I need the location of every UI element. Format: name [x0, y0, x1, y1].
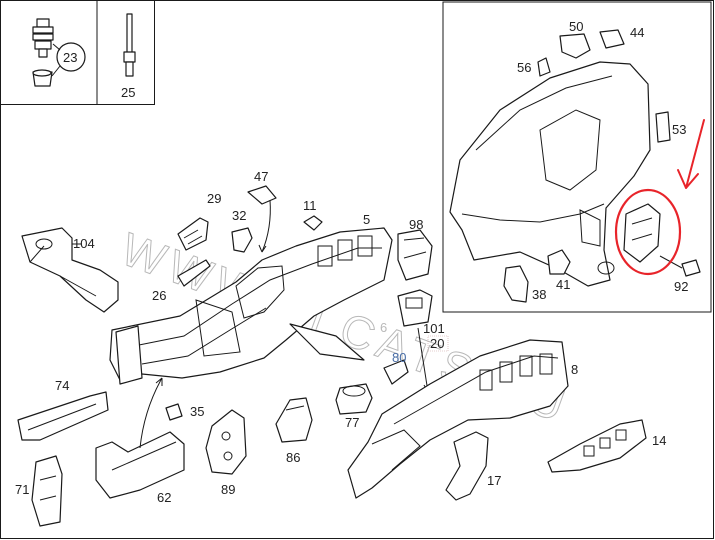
label-89: 89	[221, 482, 235, 497]
label-25: 25	[121, 85, 135, 100]
label-35: 35	[190, 404, 204, 419]
part-35-clip[interactable]	[165, 403, 183, 421]
part-80-bracket[interactable]	[383, 359, 409, 385]
label-86: 86	[286, 450, 300, 465]
label-98: 98	[409, 217, 423, 232]
label-20-box	[427, 335, 449, 352]
part-41-mount[interactable]	[547, 249, 571, 275]
part-14-rail[interactable]	[547, 419, 647, 473]
label-104: 104	[73, 236, 95, 251]
highlight-arrow-icon	[677, 119, 705, 189]
label-77: 77	[345, 415, 359, 430]
label-23: 23	[63, 50, 77, 65]
label-17: 17	[487, 473, 501, 488]
detail-body-subassembly[interactable]	[449, 61, 651, 287]
label-56: 56	[517, 60, 531, 75]
label-32: 32	[232, 208, 246, 223]
part-32-bracket[interactable]	[231, 227, 253, 253]
part-74-panel[interactable]	[17, 391, 109, 441]
part-8-rail-assembly[interactable]	[347, 339, 569, 499]
highlight-markup	[614, 119, 705, 276]
highlight-circle	[614, 188, 682, 276]
label-53: 53	[672, 122, 686, 137]
label-20: 20	[430, 336, 444, 351]
part-23-bolt-nut[interactable]	[32, 18, 86, 87]
part-62-rail[interactable]	[95, 377, 185, 499]
part-29-bracket[interactable]	[177, 217, 209, 251]
label-80: 80	[392, 350, 406, 365]
label-44: 44	[630, 25, 644, 40]
label-14: 14	[652, 433, 666, 448]
part-92-bracket[interactable]	[623, 203, 701, 277]
label-62: 62	[157, 490, 171, 505]
part-44-bracket[interactable]	[599, 29, 625, 49]
label-41: 41	[556, 277, 570, 292]
label-101: 101	[423, 321, 445, 336]
part-47-bracket[interactable]	[247, 185, 277, 253]
part-89-bracket[interactable]	[205, 409, 247, 475]
label-71: 71	[15, 482, 29, 497]
part-25-long-bolt[interactable]	[123, 13, 136, 77]
part-53-bracket[interactable]	[655, 111, 671, 143]
label-50: 50	[569, 19, 583, 34]
part-56-clip[interactable]	[537, 57, 551, 77]
label-74: 74	[55, 378, 69, 393]
part-38-bracket[interactable]	[503, 265, 529, 303]
part-98-bracket[interactable]	[397, 229, 433, 281]
label-38: 38	[532, 287, 546, 302]
part-104-front-rail[interactable]	[21, 227, 119, 313]
part-77-mount[interactable]	[335, 383, 373, 415]
part-71-bracket[interactable]	[31, 455, 63, 527]
part-50-bracket[interactable]	[559, 33, 591, 59]
part-101-bracket[interactable]	[397, 289, 433, 327]
part-11-clip[interactable]	[303, 215, 323, 231]
label-5: 5	[363, 212, 370, 227]
part-17-panel[interactable]	[445, 431, 489, 501]
label-6: 6	[380, 320, 387, 335]
part-86-bracket[interactable]	[275, 397, 313, 443]
label-47: 47	[254, 169, 268, 184]
fastener-inset	[0, 0, 155, 105]
front-structure-assembly[interactable]	[109, 227, 393, 385]
part-26-bracket[interactable]	[177, 259, 211, 287]
label-29: 29	[207, 191, 221, 206]
label-11: 11	[303, 198, 317, 213]
label-8: 8	[571, 362, 578, 377]
label-92: 92	[674, 279, 688, 294]
label-26: 26	[152, 288, 166, 303]
detail-inset-frame	[442, 1, 712, 313]
